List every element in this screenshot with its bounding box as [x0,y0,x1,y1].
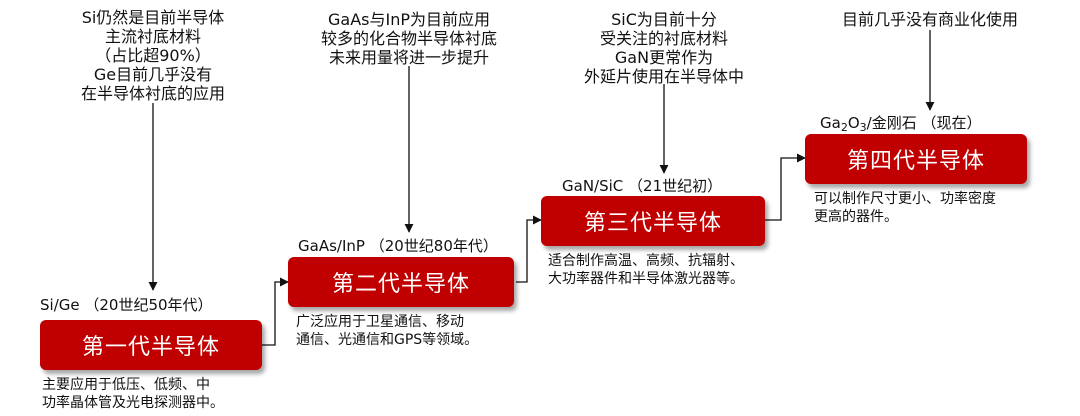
gen3-period-label: GaN/SiC （21世纪初） [562,177,723,195]
gen1-note-line: Ge目前几乎没有 [93,65,213,84]
gen1-note-line: 主流衬底材料 [104,27,201,46]
gen1-note-line: （占比超90%） [95,46,211,65]
gen3-box: 第三代半导体 [541,196,765,246]
gen1-top-note: Si仍然是目前半导体 主流衬底材料 （占比超90%） Ge目前几乎没有 在半导体… [40,8,266,103]
gen1-box: 第一代半导体 [40,320,262,370]
gen4-description: 可以制作尺寸更小、功率密度 更高的器件。 [814,190,996,226]
gen4-box: 第四代半导体 [805,134,1027,184]
gen2-period-label: GaAs/InP （20世纪80年代） [298,237,498,255]
gen2-note-line: GaAs与InP为目前应用 [328,10,490,29]
gen2-box: 第二代半导体 [288,257,514,307]
gen4-desc-line: 更高的器件。 [814,209,898,225]
gen1-desc-line: 功率晶体管及光电探测器中。 [42,395,224,411]
gen3-description: 适合制作高温、高频、抗辐射、 大功率器件和半导体激光器等。 [548,252,744,288]
gen2-desc-line: 通信、光通信和GPS等领域。 [296,332,479,348]
gen4-label-sub: 3 [859,121,867,134]
gen4-desc-line: 可以制作尺寸更小、功率密度 [814,191,996,207]
gen2-note-line: 较多的化合物半导体衬底 [320,29,497,48]
gen3-top-note: SiC为目前十分 受关注的衬底材料 GaN更常作为 外延片使用在半导体中 [548,10,780,86]
gen4-label-sub: 2 [840,121,848,134]
gen3-desc-line: 大功率器件和半导体激光器等。 [548,271,744,287]
gen2-top-note: GaAs与InP为目前应用 较多的化合物半导体衬底 未来用量将进一步提升 [280,10,538,67]
step-2-3 [516,215,542,283]
gen3-note-line: SiC为目前十分 [611,10,717,29]
gen4-note-line: 目前几乎没有商业化使用 [841,10,1018,29]
gen2-desc-line: 广泛应用于卫星通信、移动 [296,314,464,330]
gen4-label-part: Ga [820,114,841,132]
gen1-period-label: Si/Ge （20世纪50年代） [40,296,213,314]
gen1-desc-line: 主要应用于低压、低频、中 [42,377,210,393]
step-3-4 [765,153,806,221]
gen3-note-line: 外延片使用在半导体中 [583,67,744,86]
gen3-desc-line: 适合制作高温、高频、抗辐射、 [548,253,744,269]
gen1-description: 主要应用于低压、低频、中 功率晶体管及光电探测器中。 [42,376,224,412]
gen4-label-part: O [847,114,860,132]
gen3-note-line: GaN更常作为 [614,48,714,67]
gen3-note-line: 受关注的衬底材料 [599,29,728,48]
step-1-2 [262,277,289,346]
gen1-note-line: Si仍然是目前半导体 [81,8,225,27]
gen4-period-label: Ga2O3/金刚石 （现在） [820,114,981,134]
gen4-top-note: 目前几乎没有商业化使用 [790,10,1070,29]
gen2-note-line: 未来用量将进一步提升 [328,48,489,67]
gen4-label-part: /金刚石 （现在） [866,114,982,132]
gen2-description: 广泛应用于卫星通信、移动 通信、光通信和GPS等领域。 [296,313,478,349]
gen1-note-line: 在半导体衬底的应用 [80,84,225,103]
